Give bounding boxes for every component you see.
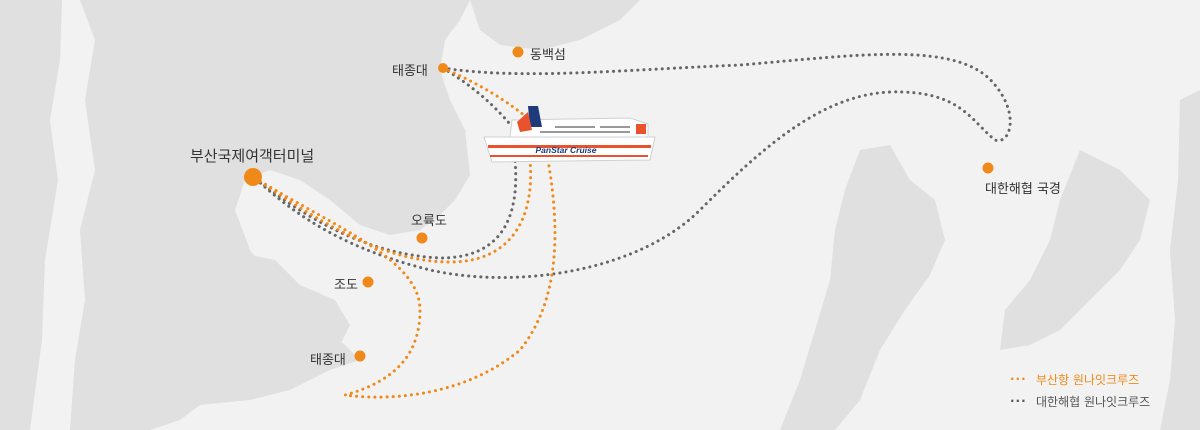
ship: PanStar Cruise (483, 106, 656, 163)
label-strait-border: 대한해협 국경 (985, 182, 1061, 197)
marker-taejongdae-top (438, 63, 448, 73)
routes (253, 52, 1012, 399)
legend-item-korea-strait: ··· 대한해협 원나잇크루즈 (1010, 390, 1150, 412)
orange-route-loop-south (253, 158, 557, 399)
legend-item-busan-port: ··· 부산항 원나잇크루즈 (1010, 368, 1150, 390)
legend-dots-orange: ··· (1010, 372, 1027, 386)
legend-dots-gray: ··· (1010, 394, 1027, 408)
gray-route-terminal-ship (253, 158, 518, 260)
label-dongbaekseom: 동백섬 (530, 48, 566, 63)
label-jodo: 조도 (334, 278, 358, 293)
marker-terminal (244, 168, 262, 186)
land-southeast (1160, 90, 1200, 430)
legend-label-korea-strait: 대한해협 원나잇크루즈 (1036, 394, 1151, 409)
legend-label-busan-port: 부산항 원나잇크루즈 (1036, 372, 1140, 387)
ship-red-stripe (488, 145, 651, 148)
ship-funnel (528, 106, 542, 127)
legend: ··· 부산항 원나잇크루즈 ··· 대한해협 원나잇크루즈 (1010, 368, 1150, 412)
marker-oryukdo (416, 232, 428, 244)
label-taejongdae-top: 태종대 (392, 64, 428, 79)
marker-dongbaekseom (512, 46, 524, 58)
ship-flag (517, 112, 532, 132)
gray-route-ship-taejongdae (441, 66, 517, 132)
ship-logo-box (636, 124, 646, 134)
land-island (245, 255, 350, 345)
land-east (1000, 150, 1150, 350)
marker-taejongdae-bottom (354, 350, 366, 362)
label-oryukdo: 오륙도 (411, 214, 447, 229)
label-taejongdae-bottom: 태종대 (310, 353, 346, 368)
gray-route-strait-north (253, 52, 1012, 279)
orange-route-ship-taejongdae (441, 66, 532, 122)
ship-windows (540, 126, 630, 133)
land-mainland (70, 0, 470, 430)
land-west (0, 0, 62, 430)
marker-jodo (362, 276, 374, 288)
markers (244, 46, 994, 362)
marker-strait-border (982, 162, 994, 174)
ship-red-stripe-lower (490, 155, 648, 157)
land-tsushima (780, 145, 945, 430)
land-mainland-north (470, 0, 640, 50)
ship-name: PanStar Cruise (536, 145, 597, 155)
label-terminal: 부산국제여객터미널 (190, 147, 315, 165)
